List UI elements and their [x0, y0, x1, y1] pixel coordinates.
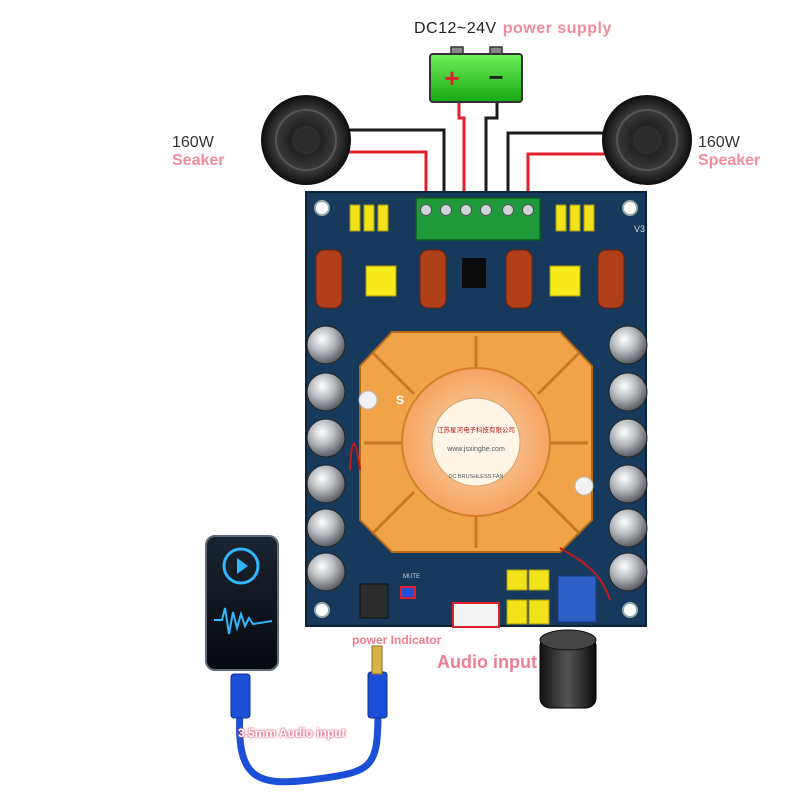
phone-icon [205, 535, 279, 671]
wire-power-red [457, 100, 466, 208]
power-voltage: DC12~24V [414, 20, 497, 37]
fan-type-label: DC BRUSHLESS FAN [448, 474, 503, 480]
speaker-right-icon [602, 95, 692, 185]
wire-left-speaker-red [340, 150, 428, 208]
power-indicator-led [400, 586, 416, 599]
volume-knob-icon[interactable] [539, 629, 597, 709]
wire-power-black [484, 100, 499, 208]
wire-right-speaker-black [506, 131, 612, 208]
cooling-fan-icon: 江苏星河电子科技有限公司 www.jsxinghe.com DC BRUSHLE… [401, 367, 551, 517]
power-supply-text: power supply [502, 20, 612, 37]
aux-cable [230, 645, 388, 786]
board-version: V3 [634, 224, 645, 234]
audio-input-connector [452, 602, 500, 628]
battery-plus: + [444, 63, 459, 93]
capacitor-box-right [549, 265, 581, 297]
fan-wire [349, 442, 611, 601]
inductors [315, 249, 625, 309]
film-capacitors-bottom [506, 569, 550, 625]
regulator-chip [462, 258, 486, 288]
mute-label: MUTE [403, 574, 420, 580]
battery-icon: + − [429, 46, 523, 103]
terminal-block [415, 197, 541, 241]
audio-jack-port [359, 583, 389, 619]
capacitors-right-column [608, 325, 648, 592]
film-capacitors-right [555, 204, 595, 232]
speaker-left-icon [261, 95, 351, 185]
play-icon [222, 547, 260, 585]
fan-marker: S [396, 393, 404, 407]
left-speaker-watt: 160W [172, 134, 214, 151]
wire-left-speaker-black [340, 128, 446, 208]
battery-minus: − [488, 62, 503, 92]
wires [340, 100, 612, 208]
jack-audio-input-label: 3.5mm Audio input [238, 726, 346, 740]
film-capacitors-left [349, 204, 389, 232]
right-speaker-label: Speaker [698, 152, 761, 169]
capacitor-box-left [365, 265, 397, 297]
wire-right-speaker-red [526, 152, 612, 208]
power-supply-label: DC12~24V power supply [414, 20, 612, 38]
audio-input-label: Audio input [437, 652, 537, 672]
screw-icon [358, 390, 378, 410]
fan-url-label: www.jsxinghe.com [446, 446, 505, 453]
power-indicator-label: power Indicator [352, 633, 442, 647]
fan-company-label: 江苏星河电子科技有限公司 [437, 425, 515, 434]
right-speaker-watt: 160W [698, 134, 740, 151]
sound-wave-icon [214, 607, 273, 635]
screw-icon [574, 476, 594, 496]
left-speaker-label: Seaker [172, 152, 225, 169]
capacitors-left-column [306, 325, 346, 592]
amplifier-board: V3 [305, 191, 648, 628]
potentiometer-body [557, 575, 597, 623]
